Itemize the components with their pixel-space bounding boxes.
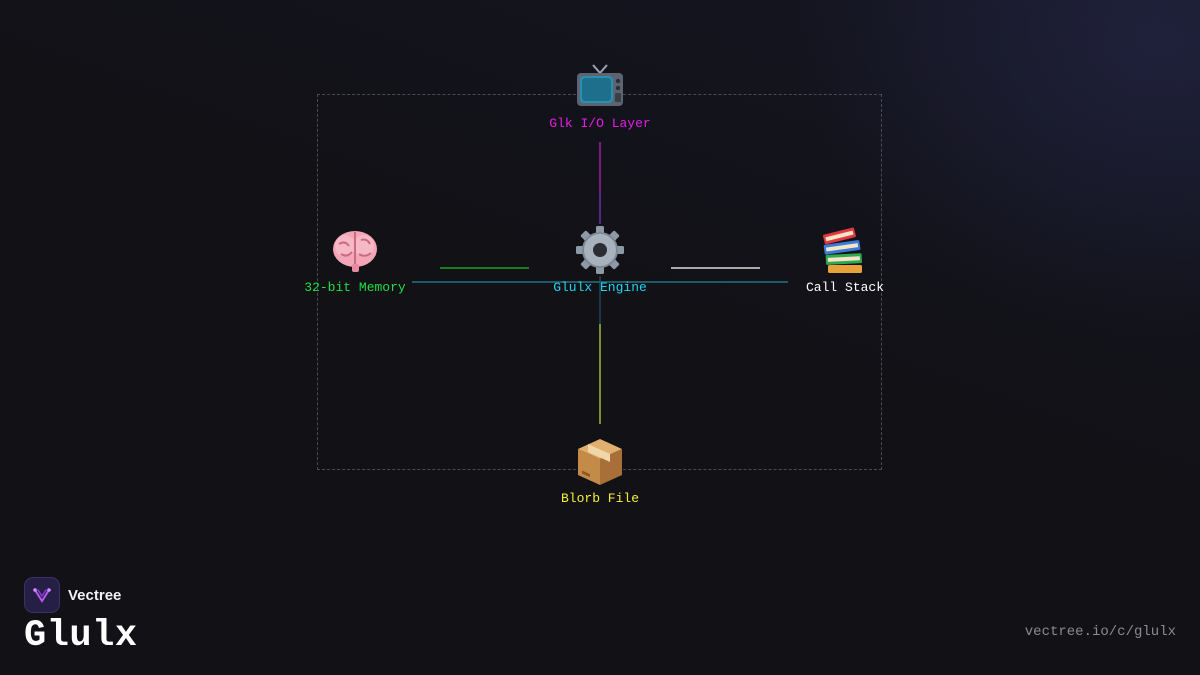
node-label: Call Stack bbox=[805, 280, 884, 295]
node-glulx-engine: Glulx Engine bbox=[500, 224, 700, 295]
node-blorb-file: Blorb File bbox=[500, 435, 700, 506]
gear-icon bbox=[576, 226, 624, 274]
branding-block: Vectree Glulx bbox=[24, 577, 138, 657]
vectree-logo-icon bbox=[24, 577, 60, 613]
node-label: Glulx Engine bbox=[553, 280, 647, 295]
node-memory: 32-bit Memory bbox=[255, 224, 455, 295]
brain-icon bbox=[333, 231, 377, 272]
package-icon bbox=[578, 439, 622, 485]
books-icon bbox=[823, 227, 863, 273]
source-url: vectree.io/c/glulx bbox=[1024, 624, 1176, 640]
television-icon bbox=[577, 64, 623, 106]
brand-row: Vectree bbox=[24, 577, 138, 613]
node-label: Glk I/O Layer bbox=[549, 116, 651, 131]
node-call-stack: Call Stack bbox=[745, 224, 945, 295]
company-name: Vectree bbox=[68, 586, 122, 604]
node-label: 32-bit Memory bbox=[304, 280, 406, 295]
product-title: Glulx bbox=[24, 615, 138, 657]
node-label: Blorb File bbox=[560, 491, 639, 506]
node-glk-io: Glk I/O Layer bbox=[500, 60, 700, 131]
